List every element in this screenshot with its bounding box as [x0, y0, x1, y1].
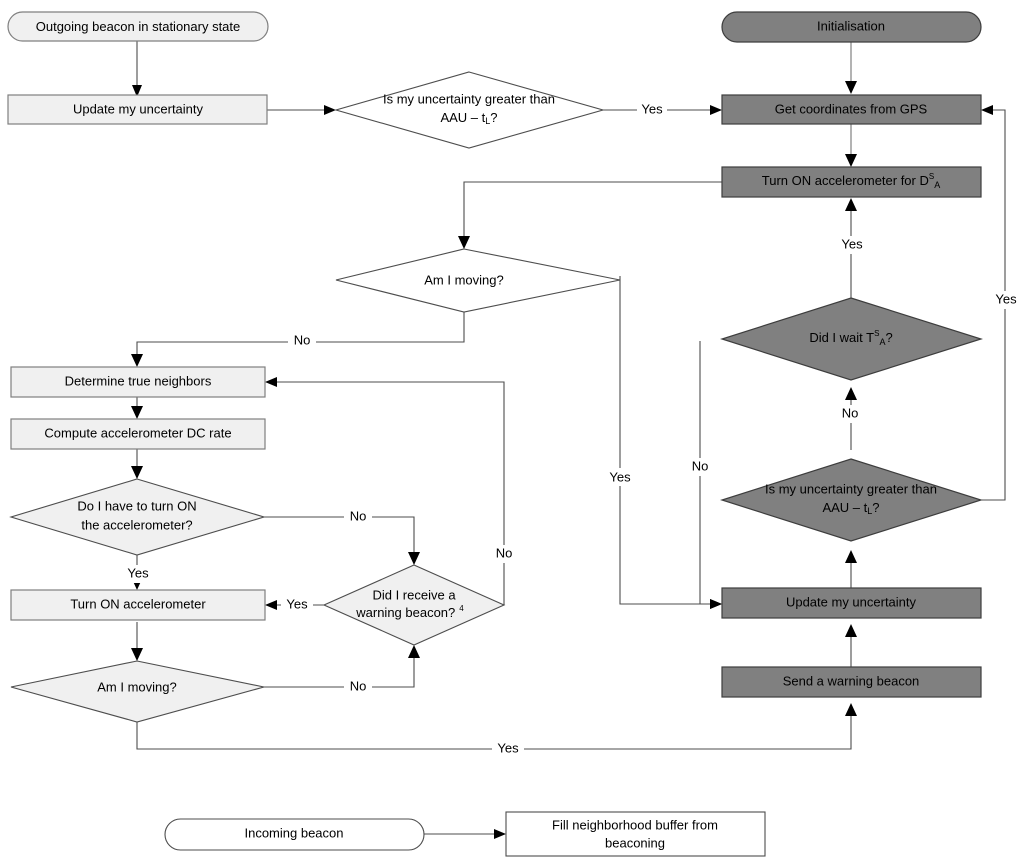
node-compute-dc-rate-label: Compute accelerometer DC rate	[44, 425, 231, 440]
node-turn-on-accelerometer-for-ds[interactable]: Turn ON accelerometer for DSA	[721, 166, 982, 198]
edge-no-to-determine-neighbors: No	[131, 312, 465, 367]
edge-yes-is-uncertainty-right-to-get-coordinates: Yes	[981, 105, 1022, 501]
node-incoming-beacon[interactable]: Incoming beacon	[164, 818, 425, 851]
edge-label-yes-am-moving-low: Yes	[497, 740, 519, 755]
edge-label-yes-top-left: Yes	[641, 101, 663, 116]
edge-label-no-did-i-wait: No	[842, 405, 859, 420]
edge-no-is-uncertainty-right-to-did-i-wait: No	[836, 387, 864, 450]
node-is-uncertainty-right[interactable]: Is my uncertainty greater than AAU – tL?	[720, 458, 983, 542]
node-turn-on-accelerometer-label: Turn ON accelerometer	[70, 596, 206, 611]
edge-outgoing-to-update	[132, 41, 142, 97]
node-fill-neighborhood-buffer[interactable]: Fill neighborhood buffer from beaconing	[505, 811, 766, 857]
node-am-i-moving-low-label: Am I moving?	[97, 679, 176, 694]
edge-yes-to-get-coordinates: Yes	[603, 100, 722, 118]
edge-update-right-to-is-uncertainty-right	[845, 550, 857, 588]
node-fill-buffer-line1: Fill neighborhood buffer from	[552, 817, 718, 832]
edge-turnon-ds-to-am-i-moving-mid	[458, 181, 722, 249]
edge-label-yes-did-i-receive: Yes	[286, 596, 308, 611]
node-is-uncertainty-right-line1: Is my uncertainty greater than	[765, 481, 937, 496]
edge-yes-am-moving-low-to-send-warning: Yes	[136, 703, 857, 758]
node-is-uncertainty-right-line2: AAU – tL?	[822, 500, 879, 516]
edge-get-coordinates-to-turnon-ds	[845, 124, 857, 167]
node-am-i-moving-low[interactable]: Am I moving?	[10, 660, 265, 723]
node-update-uncertainty-right-label: Update my uncertainty	[786, 594, 917, 609]
node-is-uncertainty-left-line1: Is my uncertainty greater than	[383, 91, 555, 106]
edge-label-yes-is-uncertainty-right: Yes	[995, 291, 1017, 306]
node-did-i-receive-warning-beacon[interactable]: Did I receive a warning beacon?4	[322, 564, 506, 646]
edge-yes-did-i-wait-to-turnon-ds: Yes	[836, 198, 868, 303]
edge-compute-to-do-i-turn-on	[131, 449, 143, 479]
edge-yes-am-moving-mid-to-update-right: Yes	[606, 276, 722, 609]
node-is-uncertainty-left[interactable]: Is my uncertainty greater than AAU – tL?	[333, 71, 606, 149]
edge-incoming-to-fill-buffer	[424, 829, 506, 839]
node-am-i-moving-mid[interactable]: Am I moving?	[335, 248, 621, 313]
node-turn-on-accelerometer[interactable]: Turn ON accelerometer	[10, 589, 266, 621]
node-send-warning-beacon-label: Send a warning beacon	[783, 673, 920, 688]
edge-no-did-i-wait-left-to-update-right: No	[686, 341, 722, 609]
edge-label-no-is-uncertainty-right: No	[692, 458, 709, 473]
edge-determine-to-compute	[131, 397, 143, 419]
node-do-i-have-to-turn-on[interactable]: Do I have to turn ON the accelerometer?	[9, 478, 266, 556]
edge-label-no-do-i-turn-on: No	[350, 508, 367, 523]
node-turn-on-accelerometer-for-ds-label: Turn ON accelerometer for DSA	[762, 172, 940, 190]
edge-no-do-i-turn-on-to-did-i-receive: No	[264, 508, 420, 565]
edge-label-yes-do-i-turn-on: Yes	[127, 565, 149, 580]
node-send-warning-beacon[interactable]: Send a warning beacon	[721, 666, 982, 698]
node-did-i-wait-label: Did I wait TSA?	[809, 329, 892, 347]
node-determine-true-neighbors-label: Determine true neighbors	[65, 373, 212, 388]
edge-label-no-did-i-receive: No	[496, 545, 513, 560]
node-incoming-beacon-label: Incoming beacon	[244, 825, 343, 840]
node-get-coordinates[interactable]: Get coordinates from GPS	[721, 94, 982, 125]
node-did-i-receive-line2: warning beacon?4	[355, 604, 464, 620]
node-do-i-have-to-turn-on-line1: Do I have to turn ON	[77, 498, 196, 513]
node-update-uncertainty-right[interactable]: Update my uncertainty	[721, 587, 982, 619]
edge-no-did-i-receive-to-determine: No	[265, 377, 518, 605]
edge-label-no-am-moving-low: No	[350, 678, 367, 693]
node-initialisation-label: Initialisation	[817, 18, 885, 33]
node-update-uncertainty-left-label: Update my uncertainty	[73, 101, 204, 116]
edge-send-warning-to-update-right	[845, 624, 857, 667]
edge-init-to-get-coordinates	[845, 42, 857, 94]
edge-no-am-moving-low-to-did-i-receive: No	[264, 645, 420, 696]
node-outgoing-beacon-label: Outgoing beacon in stationary state	[36, 19, 241, 34]
node-do-i-have-to-turn-on-line2: the accelerometer?	[81, 517, 192, 532]
node-update-uncertainty-left[interactable]: Update my uncertainty	[7, 94, 268, 125]
node-is-uncertainty-left-line2: AAU – tL?	[440, 110, 497, 126]
node-outgoing-beacon[interactable]: Outgoing beacon in stationary state	[7, 11, 269, 42]
node-compute-dc-rate[interactable]: Compute accelerometer DC rate	[10, 418, 266, 450]
node-am-i-moving-mid-label: Am I moving?	[424, 272, 503, 287]
node-fill-buffer-line2: beaconing	[605, 835, 665, 850]
edge-yes-did-i-receive-to-turnon: Yes	[265, 596, 324, 614]
edge-turnon-to-am-moving-low	[131, 622, 143, 661]
node-did-i-wait[interactable]: Did I wait TSA?	[720, 297, 983, 381]
node-get-coordinates-label: Get coordinates from GPS	[775, 101, 928, 116]
node-did-i-receive-line1: Did I receive a	[372, 587, 456, 602]
edge-update-to-isuncertainty-left	[267, 105, 336, 115]
edge-label-yes-am-moving-mid: Yes	[609, 469, 631, 484]
edge-label-yes-to-turnon-ds: Yes	[841, 236, 863, 251]
node-initialisation[interactable]: Initialisation	[721, 11, 982, 43]
edge-yes-do-i-turn-on-to-turnon: Yes	[122, 555, 154, 590]
node-determine-true-neighbors[interactable]: Determine true neighbors	[10, 366, 266, 398]
edge-label-no-am-moving-mid: No	[294, 332, 311, 347]
